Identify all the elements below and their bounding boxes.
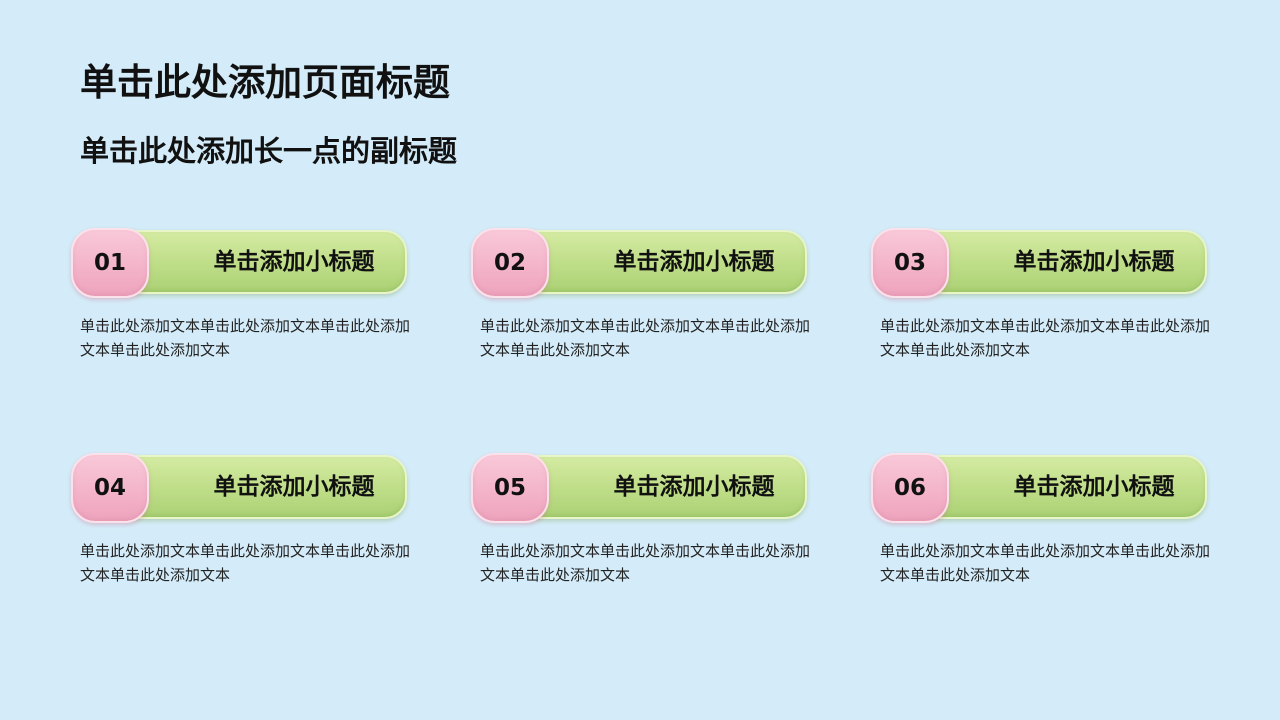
card-body-text[interactable]: 单击此处添加文本单击此处添加文本单击此处添加文本单击此处添加文本 <box>880 317 1211 359</box>
number-badge: 01 <box>71 228 149 298</box>
card-03: 单击添加小标题 03 单击此处添加文本单击此处添加文本单击此处添加文本单击此处添… <box>871 228 1211 378</box>
subtitle-pill <box>511 230 807 294</box>
card-heading[interactable]: 单击添加小标题 <box>1013 474 1175 500</box>
card-05: 单击添加小标题 05 单击此处添加文本单击此处添加文本单击此处添加文本单击此处添… <box>471 453 811 603</box>
card-body-text[interactable]: 单击此处添加文本单击此处添加文本单击此处添加文本单击此处添加文本 <box>80 317 411 359</box>
card-heading[interactable]: 单击添加小标题 <box>613 249 775 275</box>
card-02: 单击添加小标题 02 单击此处添加文本单击此处添加文本单击此处添加文本单击此处添… <box>471 228 811 378</box>
card-heading[interactable]: 单击添加小标题 <box>213 249 375 275</box>
card-body-text[interactable]: 单击此处添加文本单击此处添加文本单击此处添加文本单击此处添加文本 <box>480 317 811 359</box>
subtitle-pill <box>111 230 407 294</box>
card-heading[interactable]: 单击添加小标题 <box>1013 249 1175 275</box>
card-body-text[interactable]: 单击此处添加文本单击此处添加文本单击此处添加文本单击此处添加文本 <box>480 542 811 584</box>
page-title[interactable]: 单击此处添加页面标题 <box>80 61 450 104</box>
number-badge: 04 <box>71 453 149 523</box>
subtitle-pill <box>911 230 1207 294</box>
number-badge: 03 <box>871 228 949 298</box>
page-subtitle[interactable]: 单击此处添加长一点的副标题 <box>80 134 458 168</box>
subtitle-pill <box>511 455 807 519</box>
number-badge: 06 <box>871 453 949 523</box>
card-heading[interactable]: 单击添加小标题 <box>213 474 375 500</box>
subtitle-pill <box>111 455 407 519</box>
card-body-text[interactable]: 单击此处添加文本单击此处添加文本单击此处添加文本单击此处添加文本 <box>80 542 411 584</box>
number-badge: 05 <box>471 453 549 523</box>
card-04: 单击添加小标题 04 单击此处添加文本单击此处添加文本单击此处添加文本单击此处添… <box>71 453 411 603</box>
number-badge: 02 <box>471 228 549 298</box>
subtitle-pill <box>911 455 1207 519</box>
card-body-text[interactable]: 单击此处添加文本单击此处添加文本单击此处添加文本单击此处添加文本 <box>880 542 1211 584</box>
card-heading[interactable]: 单击添加小标题 <box>613 474 775 500</box>
card-06: 单击添加小标题 06 单击此处添加文本单击此处添加文本单击此处添加文本单击此处添… <box>871 453 1211 603</box>
card-01: 单击添加小标题 01 单击此处添加文本单击此处添加文本单击此处添加文本单击此处添… <box>71 228 411 378</box>
